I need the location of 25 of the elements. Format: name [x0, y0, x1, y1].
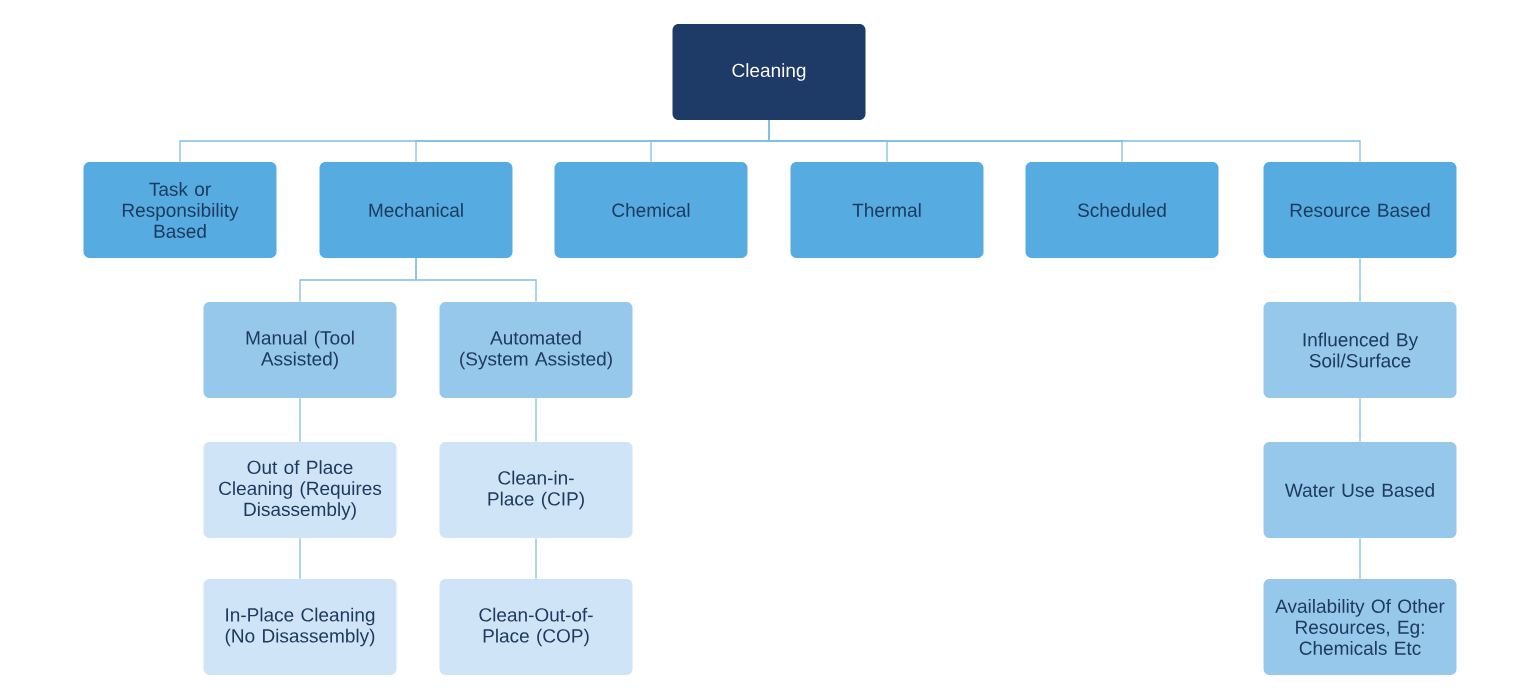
connector-line: [535, 397, 537, 443]
process-box: Cleaning: [672, 24, 866, 120]
connector-line: [1359, 537, 1361, 580]
process-box: Task or Responsibility Based: [83, 162, 277, 258]
connector-line: [1359, 397, 1361, 443]
process-box: Influenced By Soil/Surface: [1263, 302, 1457, 398]
connector-line: [768, 119, 1361, 163]
process-box: Clean-Out-of-Place (COP): [439, 579, 633, 675]
process-box: Water Use Based: [1263, 442, 1457, 538]
connector-line: [299, 397, 301, 443]
connector-line: [1359, 257, 1361, 303]
connector-line: [299, 537, 301, 580]
process-box: Scheduled: [1025, 162, 1219, 258]
process-box: Thermal: [790, 162, 984, 258]
process-box: Resource Based: [1263, 162, 1457, 258]
process-box: Out of Place Cleaning (Requires Disassembly): [203, 442, 397, 538]
process-box: Clean-in-Place (CIP): [439, 442, 633, 538]
process-box: Automated (System Assisted): [439, 302, 633, 398]
process-box: In-Place Cleaning (No Disassembly): [203, 579, 397, 675]
process-box: Availability Of Other Resources, Eg: Chemicals Etc: [1263, 579, 1457, 675]
process-box: Mechanical: [319, 162, 513, 258]
process-box: Manual (Tool Assisted): [203, 302, 397, 398]
process-box: Chemical: [554, 162, 748, 258]
connector-line: [415, 257, 537, 303]
connector-line: [535, 537, 537, 580]
